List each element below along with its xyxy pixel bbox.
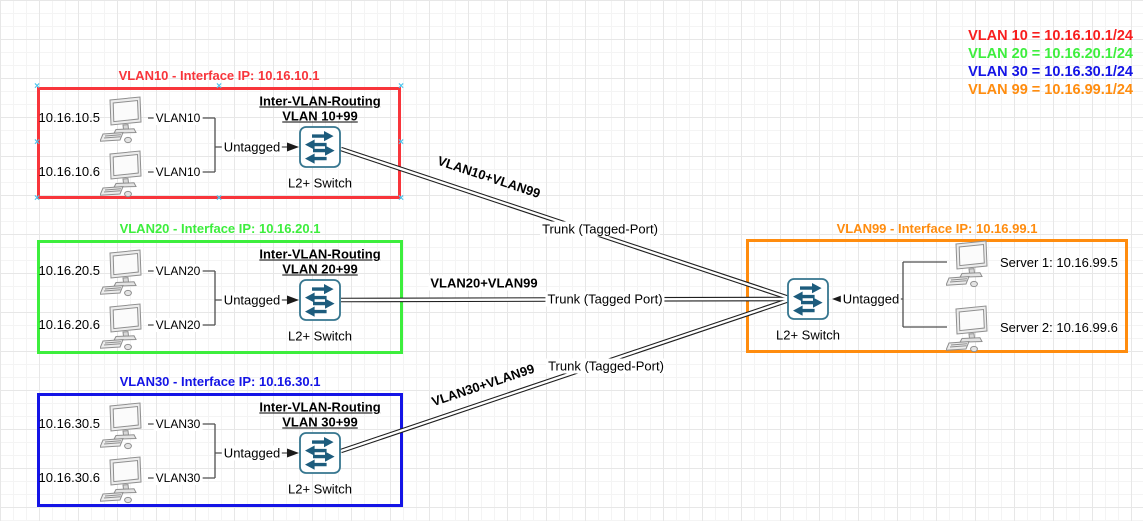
selection-handle[interactable]: × bbox=[398, 137, 404, 148]
switch-glyph bbox=[299, 279, 341, 321]
arrow-into-vlan10-switch bbox=[287, 142, 299, 152]
switch-label: L2+ Switch bbox=[288, 481, 352, 497]
vlan-legend: VLAN 10 = 10.16.10.1/24 VLAN 20 = 10.16.… bbox=[968, 27, 1133, 99]
selection-handle[interactable]: × bbox=[398, 193, 404, 204]
switch-glyph bbox=[299, 126, 341, 168]
pc-icon[interactable] bbox=[100, 402, 148, 450]
vlan99-group-box[interactable] bbox=[746, 239, 1128, 353]
switch-label: L2+ Switch bbox=[288, 328, 352, 344]
routing-vlans[interactable]: VLAN 10+99 bbox=[282, 108, 358, 124]
port-label: VLAN10 bbox=[153, 165, 203, 179]
pc-icon[interactable] bbox=[100, 249, 148, 297]
pc-glyph bbox=[100, 456, 142, 504]
vlan20-group-title[interactable]: VLAN20 - Interface IP: 10.16.20.1 bbox=[119, 221, 321, 236]
vlan30-group-box[interactable] bbox=[37, 393, 403, 507]
switch-glyph bbox=[787, 278, 829, 320]
selection-handle[interactable]: × bbox=[216, 81, 222, 92]
legend-item-vlan10[interactable]: VLAN 10 = 10.16.10.1/24 bbox=[968, 28, 1133, 44]
port-label: VLAN20 bbox=[153, 318, 203, 332]
pc-glyph bbox=[946, 240, 988, 288]
untagged-label: Untagged bbox=[221, 292, 283, 308]
trunk-type-label[interactable]: Trunk (Tagged-Port) bbox=[546, 358, 666, 374]
selection-handle[interactable]: × bbox=[34, 81, 40, 92]
switch-label: L2+ Switch bbox=[776, 327, 840, 343]
selection-handle[interactable]: × bbox=[34, 137, 40, 148]
pc-icon[interactable] bbox=[100, 96, 148, 144]
switch-icon[interactable] bbox=[299, 432, 341, 474]
pc-icon[interactable] bbox=[100, 150, 148, 198]
pc-ip-label[interactable]: 10.16.20.6 bbox=[38, 317, 100, 332]
legend-item-vlan30[interactable]: VLAN 30 = 10.16.30.1/24 bbox=[968, 64, 1133, 80]
port-label: VLAN30 bbox=[153, 471, 203, 485]
trunk-type-label[interactable]: Trunk (Tagged Port) bbox=[545, 291, 665, 307]
arrow-into-vlan20-switch bbox=[287, 295, 299, 305]
pc-glyph bbox=[100, 402, 142, 450]
switch-glyph bbox=[299, 432, 341, 474]
server-icon[interactable] bbox=[946, 305, 994, 353]
trunk-vlan30-inner bbox=[340, 298, 790, 453]
vlan99-access-wires[interactable] bbox=[846, 261, 947, 328]
port-label: VLAN10 bbox=[153, 111, 203, 125]
pc-ip-label[interactable]: 10.16.30.5 bbox=[38, 416, 100, 431]
routing-title[interactable]: Inter-VLAN-Routing bbox=[259, 399, 381, 415]
switch-icon[interactable] bbox=[299, 126, 341, 168]
port-label: VLAN30 bbox=[153, 417, 203, 431]
pc-ip-label[interactable]: 10.16.30.6 bbox=[38, 470, 100, 485]
routing-title[interactable]: Inter-VLAN-Routing bbox=[259, 246, 381, 262]
routing-title[interactable]: Inter-VLAN-Routing bbox=[259, 93, 381, 109]
pc-glyph bbox=[100, 150, 142, 198]
pc-glyph bbox=[100, 249, 142, 297]
routing-vlans[interactable]: VLAN 20+99 bbox=[282, 261, 358, 277]
selection-handle[interactable]: × bbox=[34, 193, 40, 204]
pc-ip-label[interactable]: 10.16.10.6 bbox=[38, 164, 100, 179]
pc-glyph bbox=[100, 96, 142, 144]
server-icon[interactable] bbox=[946, 240, 994, 288]
pc-glyph bbox=[100, 303, 142, 351]
switch-icon[interactable] bbox=[787, 278, 829, 320]
switch-icon[interactable] bbox=[299, 279, 341, 321]
untagged-label: Untagged bbox=[840, 291, 902, 307]
vlan99-group-title[interactable]: VLAN99 - Interface IP: 10.16.99.1 bbox=[836, 221, 1038, 236]
trunk-vlans-label[interactable]: VLAN20+VLAN99 bbox=[428, 275, 540, 291]
routing-vlans[interactable]: VLAN 30+99 bbox=[282, 414, 358, 430]
arrow-into-vlan30-switch bbox=[287, 448, 299, 458]
legend-item-vlan99[interactable]: VLAN 99 = 10.16.99.1/24 bbox=[968, 82, 1133, 98]
pc-glyph bbox=[946, 305, 988, 353]
vlan20-group-box[interactable] bbox=[37, 240, 403, 354]
untagged-label: Untagged bbox=[221, 139, 283, 155]
vlan10-group-box[interactable] bbox=[37, 87, 401, 199]
port-label: VLAN20 bbox=[153, 264, 203, 278]
trunk-type-label[interactable]: Trunk (Tagged-Port) bbox=[540, 221, 660, 237]
server-ip-label[interactable]: Server 1: 10.16.99.5 bbox=[1000, 255, 1118, 270]
pc-icon[interactable] bbox=[100, 456, 148, 504]
pc-icon[interactable] bbox=[100, 303, 148, 351]
untagged-label: Untagged bbox=[221, 445, 283, 461]
vlan30-group-title[interactable]: VLAN30 - Interface IP: 10.16.30.1 bbox=[119, 374, 321, 389]
legend-item-vlan20[interactable]: VLAN 20 = 10.16.20.1/24 bbox=[968, 46, 1133, 62]
switch-label: L2+ Switch bbox=[288, 175, 352, 191]
selection-handle[interactable]: × bbox=[398, 81, 404, 92]
vlan10-group-title[interactable]: VLAN10 - Interface IP: 10.16.10.1 bbox=[118, 68, 320, 83]
pc-ip-label[interactable]: 10.16.20.5 bbox=[38, 263, 100, 278]
server-ip-label[interactable]: Server 2: 10.16.99.6 bbox=[1000, 320, 1118, 335]
selection-handle[interactable]: × bbox=[216, 193, 222, 204]
pc-ip-label[interactable]: 10.16.10.5 bbox=[38, 110, 100, 125]
